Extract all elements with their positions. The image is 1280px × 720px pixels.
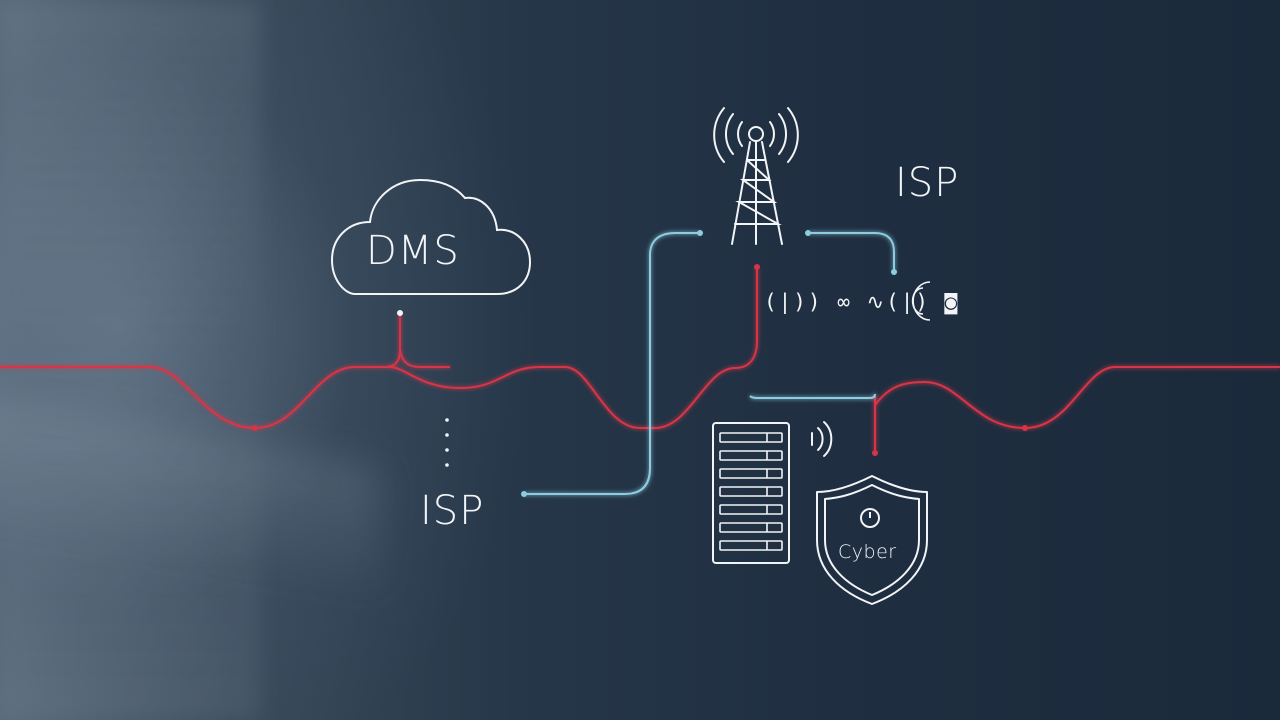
wireless-signal-icon: [811, 421, 833, 457]
red-node-left: [252, 425, 258, 431]
blue-node-tower-left: [697, 230, 703, 236]
red-node-shield: [872, 450, 878, 456]
blue-nodes: [521, 230, 897, 497]
blue-network-line: [524, 232, 895, 495]
cloud-node: [397, 310, 403, 316]
cloud-label: DMS: [366, 228, 460, 274]
vertical-dots: [445, 418, 449, 467]
blue-line-server-link: [749, 393, 876, 399]
red-line-main: [0, 268, 758, 430]
shield-label: Cyber: [838, 541, 897, 563]
cloud-icon: [330, 178, 532, 295]
red-line-right: [874, 366, 1280, 430]
blue-node-right: [891, 269, 897, 275]
red-network-line: [0, 268, 1280, 452]
blue-line-tower-right: [808, 232, 895, 272]
server-rack-slots: [719, 432, 783, 551]
red-node-tower: [754, 264, 760, 270]
blue-line-isp-to-tower: [524, 232, 700, 495]
antenna-tower-icon: [713, 107, 799, 245]
blue-node-tower-right: [805, 230, 811, 236]
isp-label-bottom: ISP: [420, 488, 485, 534]
isp-label-top: ISP: [895, 160, 960, 206]
shield-icon: [816, 475, 928, 605]
shield-lock-dot: [860, 508, 880, 528]
server-rack-icon: [712, 422, 790, 564]
background-blur-column: [0, 0, 260, 720]
blue-node-isp: [521, 491, 527, 497]
red-nodes: [252, 264, 1028, 456]
red-line-dms-branch-right: [399, 349, 450, 368]
red-node-right: [1022, 425, 1028, 431]
signal-glyphs: (|)) ∞ ∿(|) ◙: [764, 290, 960, 314]
red-line-dms-branch: [384, 313, 401, 368]
signal-waves-icon: [911, 281, 931, 321]
